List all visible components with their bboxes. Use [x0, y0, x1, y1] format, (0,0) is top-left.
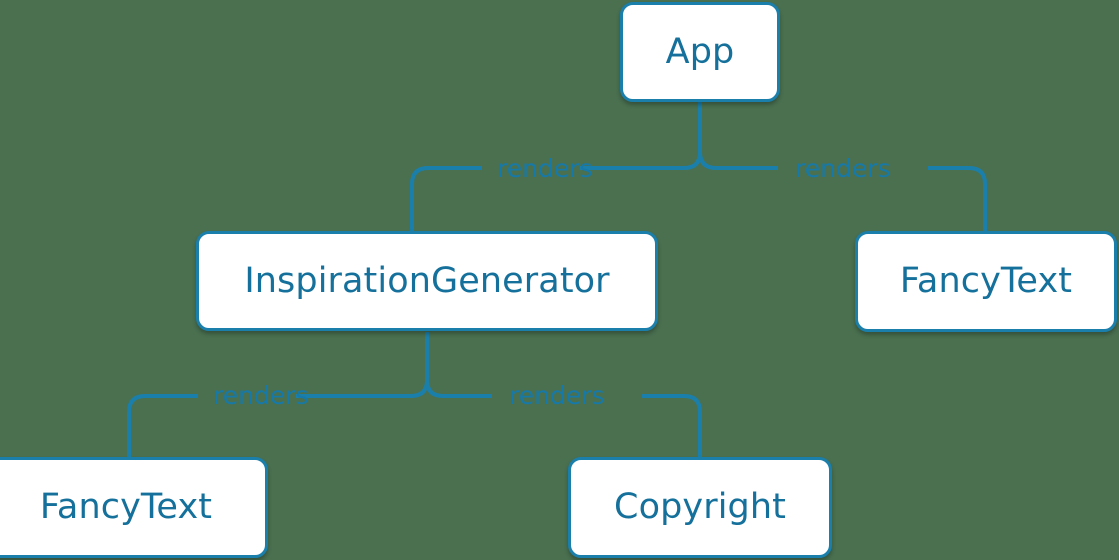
- node-fancytext-right-label: FancyText: [899, 261, 1073, 301]
- node-fancytext-bottom-label: FancyText: [39, 487, 213, 527]
- node-inspiration-generator-label: InspirationGenerator: [244, 260, 610, 301]
- edge-inspiration-fancytext-right-arm: [296, 379, 429, 398]
- edge-inspiration-fancytext-left-arm: [127, 394, 198, 457]
- edge-app-fancytext-right-arm: [928, 166, 987, 231]
- node-app[interactable]: App: [620, 2, 780, 102]
- node-copyright[interactable]: Copyright: [568, 457, 832, 558]
- edge-app-inspiration-left-arm: [410, 166, 482, 231]
- edge-label-inspiration-copyright: renders: [509, 381, 605, 410]
- node-copyright-label: Copyright: [614, 487, 786, 527]
- edge-app-fancytext-left-arm: [698, 151, 778, 170]
- edge-app-inspiration-right-arm: [580, 151, 702, 170]
- edge-label-app-fancytext: renders: [795, 154, 891, 183]
- edge-label-inspiration-fancytext: renders: [213, 381, 309, 410]
- edge-inspiration-copyright-right-arm: [642, 394, 702, 457]
- node-app-label: App: [665, 31, 735, 72]
- node-fancytext-bottom[interactable]: FancyText: [0, 457, 268, 558]
- node-fancytext-right[interactable]: FancyText: [855, 231, 1117, 332]
- edge-label-app-inspiration: renders: [497, 154, 593, 183]
- edge-inspiration-copyright-left-arm: [425, 379, 492, 398]
- node-inspiration-generator[interactable]: InspirationGenerator: [196, 231, 658, 331]
